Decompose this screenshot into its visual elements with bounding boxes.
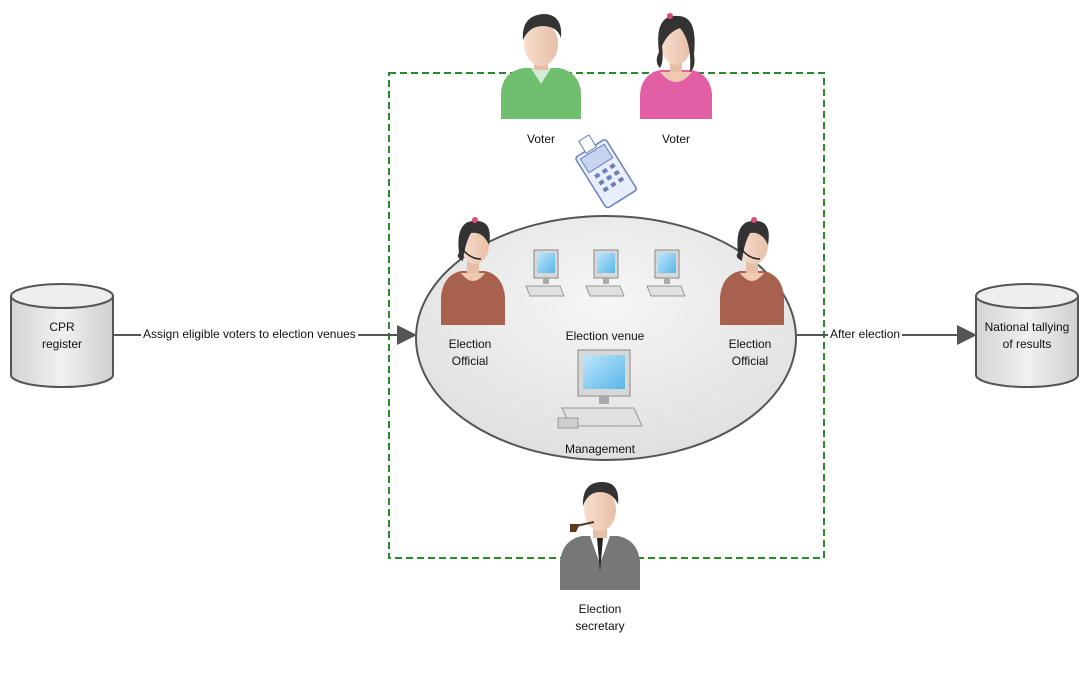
official-right-label: Election Official <box>720 336 780 370</box>
management-label: Management <box>550 441 650 458</box>
national-tallying-database <box>975 283 1079 388</box>
national-tallying-line2: of results <box>1002 337 1052 351</box>
voter-male-label: Voter <box>521 131 561 148</box>
person-male-icon <box>501 14 581 119</box>
official-left-line2: Official <box>451 354 489 368</box>
official-left-line1: Election <box>448 337 492 351</box>
cpr-register-line1: CPR <box>49 320 75 334</box>
election-secretary-line1: Election <box>578 602 622 616</box>
cpr-register-database <box>10 283 114 388</box>
desktop-computer-icon <box>585 249 625 297</box>
official-right-line2: Official <box>731 354 769 368</box>
desktop-computer-icon <box>646 249 686 297</box>
national-tallying-line1: National tallying <box>984 320 1070 334</box>
person-female-icon <box>640 13 712 119</box>
voter-male-text: Voter <box>526 132 556 146</box>
headset-operator-icon <box>720 217 784 325</box>
edge-after-election-label: After election <box>828 327 903 341</box>
desktop-computer-icon <box>525 249 565 297</box>
official-left-label: Election Official <box>440 336 500 370</box>
cpr-register-line2: register <box>41 337 82 351</box>
management-computer-icon <box>557 349 643 429</box>
businessman-icon <box>560 482 640 590</box>
card-reader-icon <box>575 134 637 209</box>
edge-assign-label: Assign eligible voters to election venue… <box>141 327 358 341</box>
cpr-register-label: CPR register <box>22 319 102 353</box>
edge-after-election-text: After election <box>830 327 901 341</box>
election-secretary-line2: secretary <box>575 619 625 633</box>
edge-assign-text: Assign eligible voters to election venue… <box>143 327 356 341</box>
management-text: Management <box>564 442 636 456</box>
voter-female-label: Voter <box>656 131 696 148</box>
official-right-line1: Election <box>728 337 772 351</box>
headset-operator-icon <box>441 217 505 325</box>
election-secretary-label: Election secretary <box>560 601 640 635</box>
election-venue-label: Election venue <box>555 328 655 345</box>
national-tallying-label: National tallying of results <box>977 319 1077 353</box>
voter-female-text: Voter <box>661 132 691 146</box>
election-venue-text: Election venue <box>565 329 645 343</box>
